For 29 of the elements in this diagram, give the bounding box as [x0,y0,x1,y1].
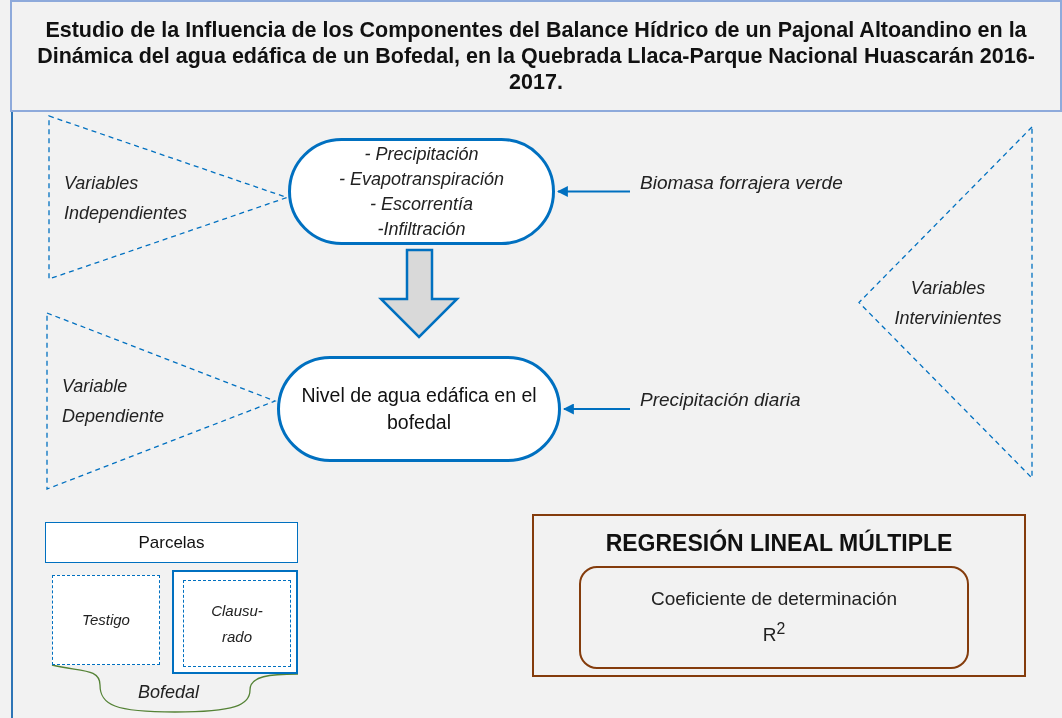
intervening-variable: Precipitación diaria [640,385,880,415]
variable-category-label: Variable Dependiente [62,375,166,428]
diagram-title: Estudio de la Influencia de los Componentes del Balance Hídrico de un Pajonal Altoandino en la Dinámica del agua edáfica de un Bofedal, en la Quebrada Llaca-Parque Nacional Huascarán 2016-2017. [36,17,1036,95]
variable-category-label: Variables Independientes [64,171,189,225]
group-label: Bofedal [138,682,200,703]
dashed-triangle [46,312,276,490]
block-arrow [378,248,460,339]
process-label: Nivel de agua edáfica en el bofedal [300,383,538,435]
plot-label: Clausu- rado [210,600,264,647]
variable-category-label: Variables Intervinientes [893,276,1003,330]
header-box [45,522,298,563]
plot-box [52,575,160,665]
plot-frame [172,570,298,674]
method-panel [532,514,1026,677]
variable-item: - Evapotranspiración [338,167,505,191]
header-label: Parcelas [138,532,205,553]
variable-item: - Escorrentía [369,192,473,216]
intervening-variable: Biomasa forrajera verde [640,168,920,198]
arrow [562,403,630,415]
plot-box [183,580,291,667]
variable-item: -Infiltración [377,217,466,241]
dashed-triangle [48,115,288,280]
variable-item: - Precipitación [364,142,479,166]
result-label: Coeficiente de determinación R$^{2}$ [649,587,899,648]
arrow [556,186,630,197]
result-box [579,566,969,669]
dashed-triangle [858,126,1033,479]
plot-label: Testigo [81,610,131,630]
method-heading: REGRESIÓN LINEAL MÚLTIPLE [605,530,953,558]
